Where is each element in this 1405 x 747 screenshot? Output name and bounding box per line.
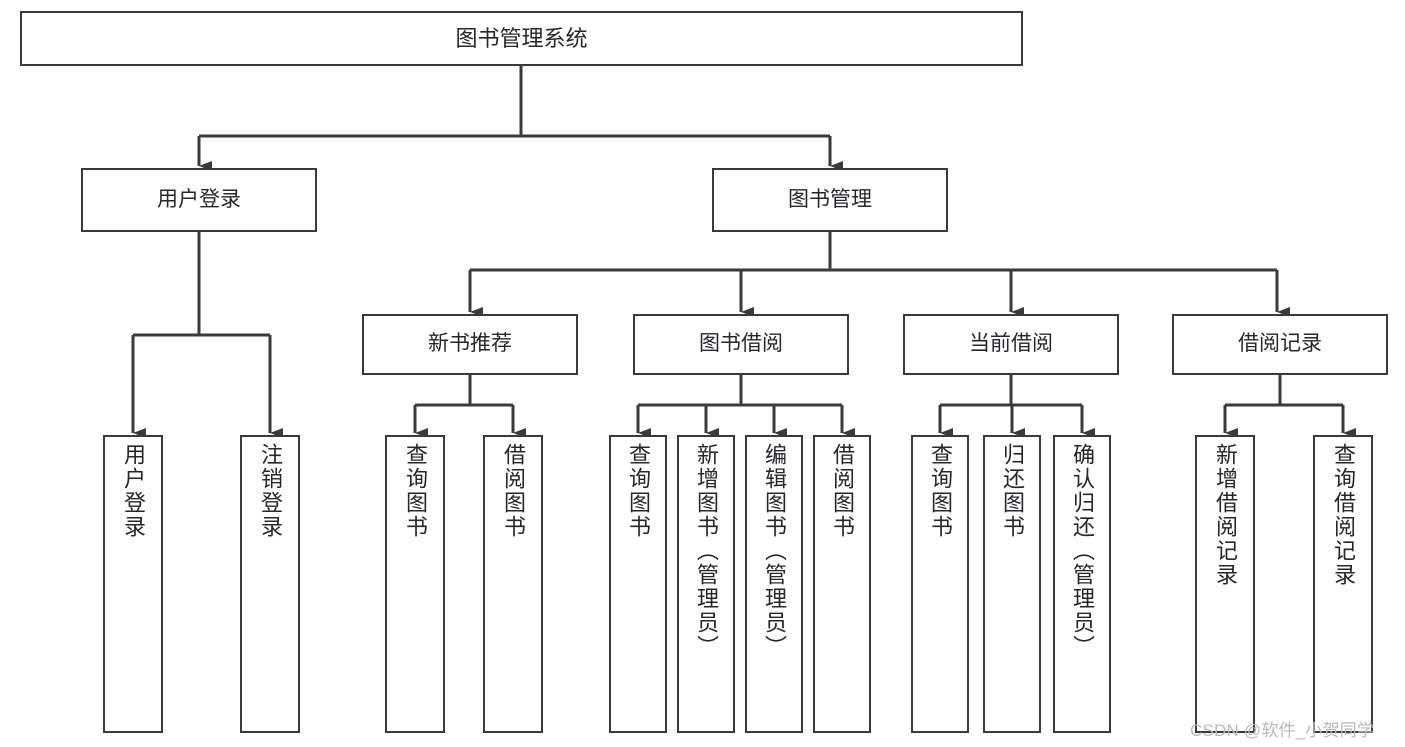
node-leaf-return-book: 归还图书 — [983, 435, 1041, 733]
node-leaf-edit-book: 编辑图书（管理员） — [745, 435, 803, 733]
node-leaf-borrow-book-2: 借阅图书 — [813, 435, 871, 733]
node-label: 归还图书 — [1000, 443, 1025, 539]
node-leaf-add-record: 新增借阅记录 — [1195, 435, 1255, 733]
node-root: 图书管理系统 — [20, 11, 1023, 66]
node-label: 查询图书 — [626, 443, 651, 539]
node-label: 用户登录 — [121, 443, 146, 539]
node-leaf-confirm-return: 确认归还（管理员） — [1053, 435, 1111, 733]
node-borrow-record: 借阅记录 — [1172, 314, 1388, 375]
node-leaf-borrow-book-1: 借阅图书 — [483, 435, 543, 733]
node-label: 编辑图书（管理员） — [762, 443, 787, 659]
node-current-borrow: 当前借阅 — [903, 314, 1119, 375]
node-label: 新书推荐 — [428, 332, 512, 356]
node-book-borrow: 图书借阅 — [633, 314, 849, 375]
node-label: 借阅图书 — [501, 443, 526, 539]
node-label: 查询借阅记录 — [1331, 443, 1356, 587]
node-label: 图书借阅 — [699, 332, 783, 356]
node-new-book-recommend: 新书推荐 — [362, 314, 578, 375]
node-book-manage: 图书管理 — [712, 168, 948, 232]
node-label: 新增借阅记录 — [1213, 443, 1238, 587]
node-leaf-query-book-2: 查询图书 — [609, 435, 667, 733]
node-leaf-query-book-1: 查询图书 — [385, 435, 445, 733]
node-leaf-query-record: 查询借阅记录 — [1313, 435, 1373, 733]
node-label: 注销登录 — [258, 443, 283, 539]
node-label: 用户登录 — [157, 187, 241, 211]
node-label: 当前借阅 — [969, 332, 1053, 356]
node-label: 确认归还（管理员） — [1070, 443, 1095, 659]
node-user-login: 用户登录 — [81, 168, 317, 232]
node-label: 图书管理 — [788, 187, 872, 211]
node-label: 借阅记录 — [1238, 332, 1322, 356]
node-label: 查询图书 — [403, 443, 428, 539]
node-label: 新增图书（管理员） — [694, 443, 719, 659]
node-leaf-user-logout: 注销登录 — [240, 435, 300, 733]
node-label: 图书管理系统 — [455, 25, 588, 51]
node-leaf-user-login: 用户登录 — [103, 435, 163, 733]
node-leaf-add-book: 新增图书（管理员） — [677, 435, 735, 733]
node-label: 借阅图书 — [830, 443, 855, 539]
node-label: 查询图书 — [928, 443, 953, 539]
node-leaf-query-book-3: 查询图书 — [911, 435, 969, 733]
watermark: CSDN @软件_小贺同学 — [1190, 721, 1375, 740]
